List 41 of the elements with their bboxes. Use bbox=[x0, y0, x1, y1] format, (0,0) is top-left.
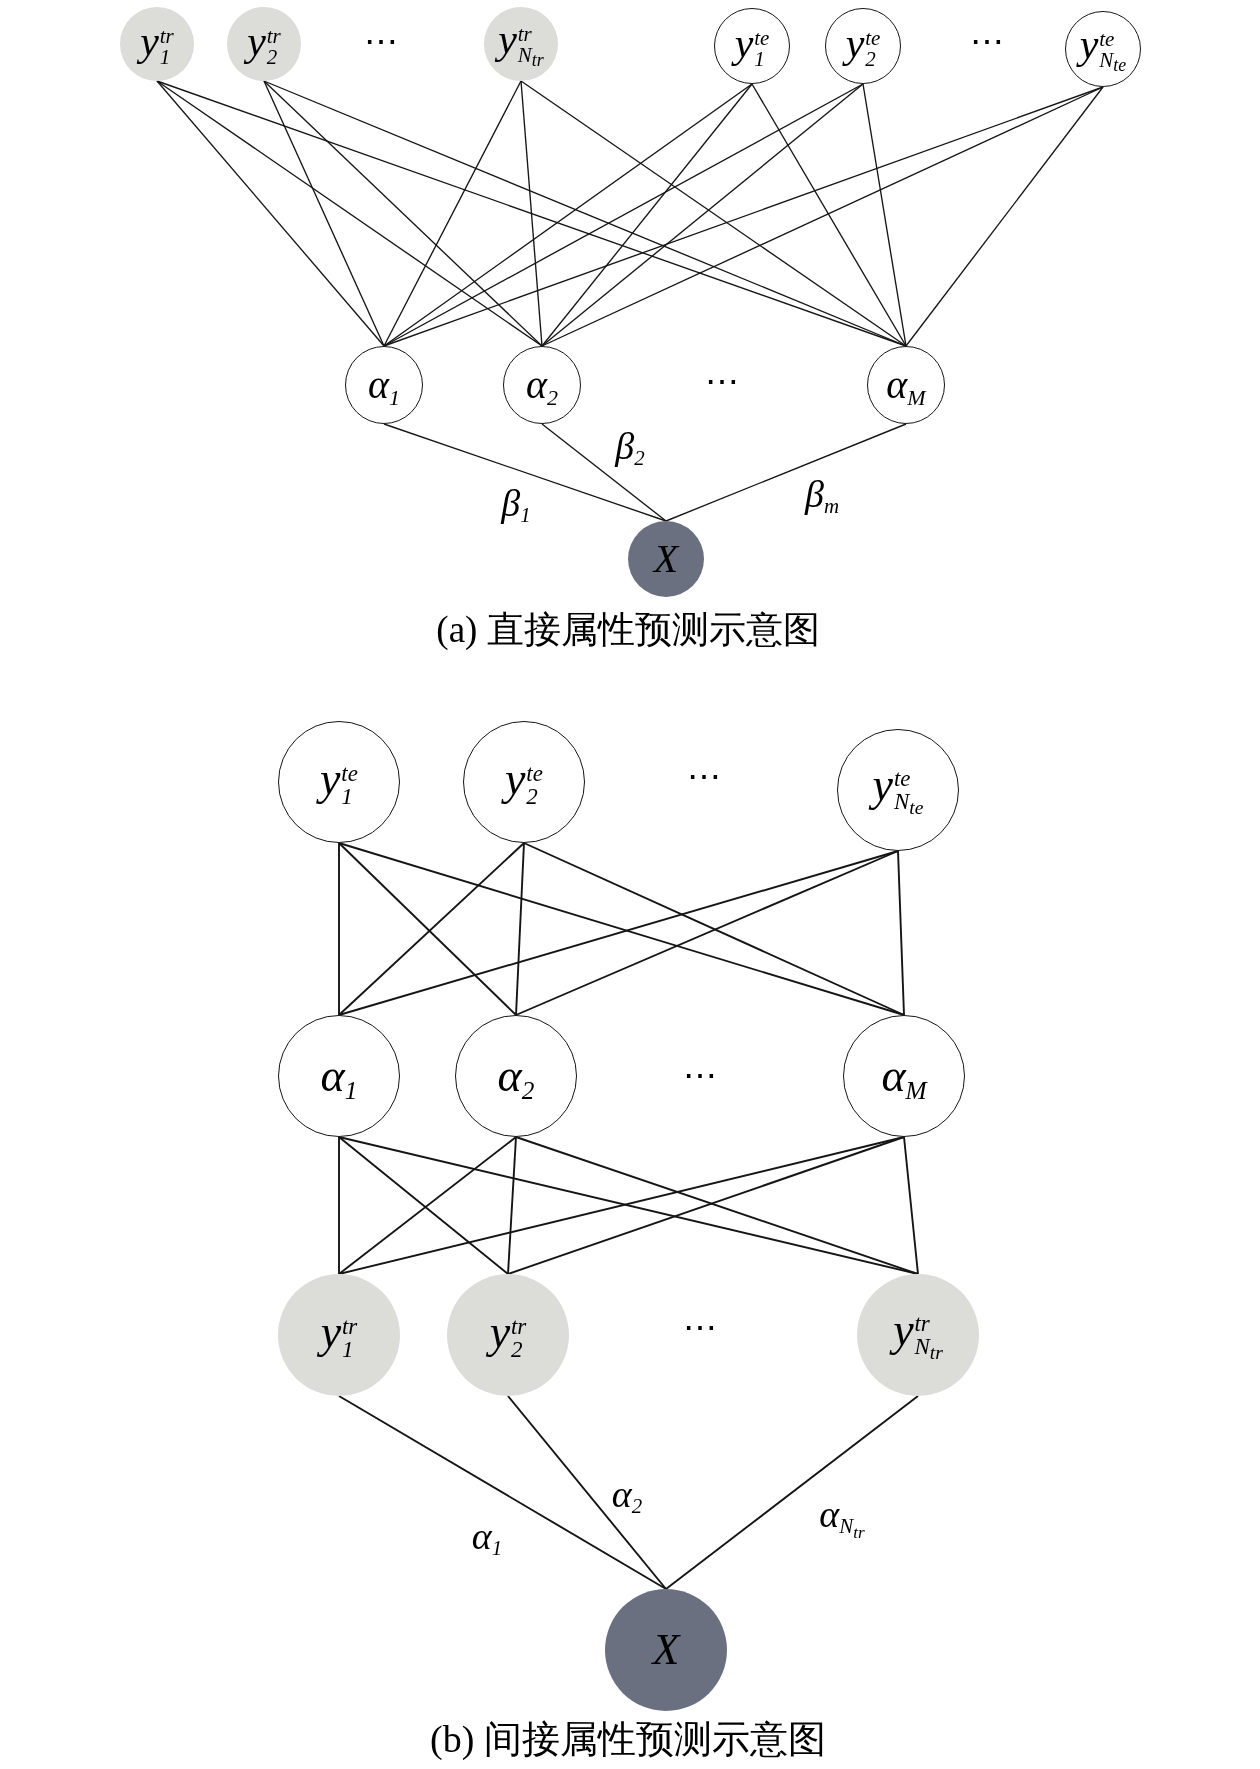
figure-caption: (b) 间接属性预测示意图 bbox=[430, 1719, 826, 1761]
connector-line bbox=[383, 80, 522, 347]
ellipsis: ⋯ bbox=[970, 24, 1004, 58]
circle-node: α$_{1}$ bbox=[278, 1015, 400, 1137]
connector-line bbox=[338, 1136, 340, 1275]
connector-line bbox=[520, 80, 907, 347]
connector-line bbox=[541, 83, 753, 347]
connector-line bbox=[862, 83, 907, 347]
connector-line bbox=[541, 86, 1104, 347]
connector-line bbox=[665, 423, 907, 522]
ellipsis: ⋯ bbox=[683, 1310, 717, 1344]
filled-circle-node: X bbox=[605, 1589, 727, 1711]
ellipsis: ⋯ bbox=[687, 759, 721, 793]
connector-line bbox=[156, 80, 385, 347]
connector-line bbox=[751, 83, 907, 347]
connector-line bbox=[665, 1395, 919, 1590]
circle-node: α$_{1}$ bbox=[345, 346, 423, 424]
figure-caption: (a) 直接属性预测示意图 bbox=[436, 609, 820, 651]
connector-line bbox=[903, 1136, 919, 1275]
connector-line bbox=[263, 80, 543, 347]
connector-line bbox=[507, 1136, 517, 1275]
circle-node: α$_{2}$ bbox=[455, 1015, 577, 1137]
connector-line bbox=[263, 80, 385, 347]
ellipsis: ⋯ bbox=[364, 24, 398, 58]
connector-line bbox=[338, 1395, 667, 1590]
connector-line bbox=[338, 842, 340, 1016]
connector-line bbox=[515, 842, 525, 1016]
connector-line bbox=[383, 83, 753, 347]
connector-line bbox=[383, 423, 667, 522]
ellipsis: ⋯ bbox=[705, 364, 739, 398]
connector-line bbox=[541, 83, 864, 347]
circle-node: α$_{M}$ bbox=[843, 1015, 965, 1137]
filled-circle-node: X bbox=[628, 521, 704, 597]
connector-line bbox=[507, 1395, 667, 1590]
circle-node: α$_{2}$ bbox=[503, 346, 581, 424]
connector-line bbox=[520, 80, 543, 347]
connector-line bbox=[897, 850, 905, 1016]
ellipsis: ⋯ bbox=[683, 1058, 717, 1092]
circle-node: α$_{M}$ bbox=[867, 346, 945, 424]
connector-line bbox=[541, 423, 667, 522]
connector-line bbox=[905, 86, 1104, 347]
